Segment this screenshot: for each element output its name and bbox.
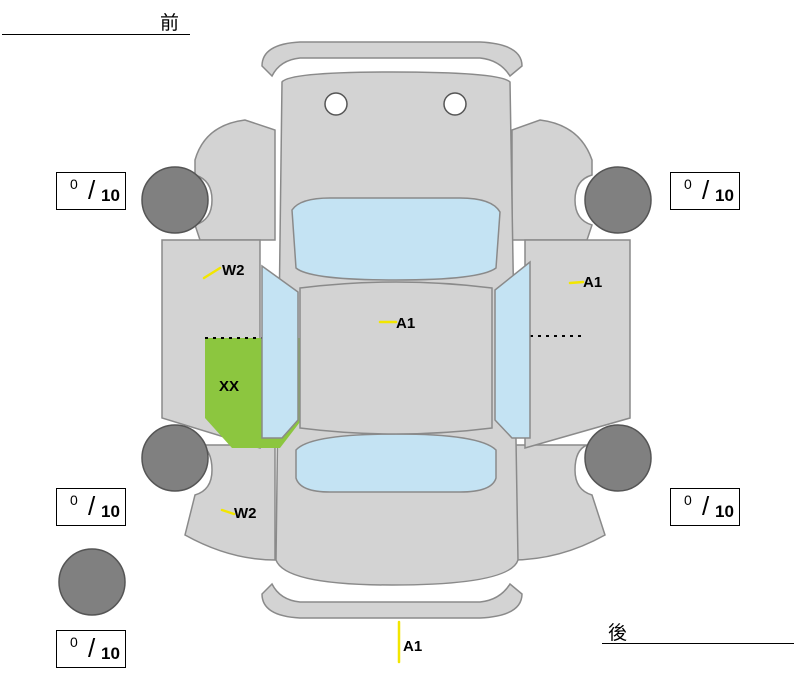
- tire-rating-numerator: 0: [70, 176, 78, 192]
- rear-underline: [602, 643, 794, 644]
- tire-rating-numerator: 0: [70, 492, 78, 508]
- left-front-fender: [194, 119, 276, 241]
- tire-rating-slash: /: [702, 175, 710, 205]
- left-rear-fender: [184, 444, 276, 561]
- tire-front-left: [141, 166, 209, 234]
- tire-rating-denominator: 10: [101, 644, 120, 663]
- front-left-light: [324, 92, 348, 116]
- front-label: 前: [160, 12, 180, 34]
- damage-mark-roof: A1: [396, 315, 416, 332]
- tire-rating-rear-left: 0 / 10: [56, 488, 126, 526]
- tire-rating-front-left: 0 / 10: [56, 172, 126, 210]
- tire-rating-front-right: 0 / 10: [670, 172, 740, 210]
- tire-rating-spare: 0 / 10: [56, 630, 126, 668]
- damage-mark-left-rear-fender: W2: [234, 505, 257, 522]
- tire-rear-right: [584, 424, 652, 492]
- front-right-light: [443, 92, 467, 116]
- tire-rating-denominator: 10: [101, 186, 120, 205]
- right-doors: [524, 239, 631, 449]
- tire-spare: [58, 548, 126, 616]
- rear-window: [295, 433, 497, 493]
- damage-mark-right-front-door: A1: [583, 274, 603, 291]
- damage-mark-rear-bumper: A1: [403, 638, 423, 655]
- tire-rating-denominator: 10: [715, 502, 734, 521]
- tire-rating-numerator: 0: [684, 492, 692, 508]
- tire-rating-numerator: 0: [684, 176, 692, 192]
- front-underline: [2, 34, 190, 35]
- tire-rating-denominator: 10: [715, 186, 734, 205]
- tire-rating-denominator: 10: [101, 502, 120, 521]
- damage-mark-left-front-door: W2: [222, 262, 245, 279]
- tire-rear-left: [141, 424, 209, 492]
- tire-rating-slash: /: [88, 633, 96, 663]
- tire-rating-rear-right: 0 / 10: [670, 488, 740, 526]
- tire-rating-slash: /: [702, 491, 710, 521]
- front-bumper: [261, 41, 523, 78]
- tire-rating-slash: /: [88, 175, 96, 205]
- rear-bumper: [261, 582, 523, 619]
- right-front-fender: [511, 119, 593, 241]
- damage-mark-left-rear-door: XX: [219, 378, 240, 395]
- tire-rating-slash: /: [88, 491, 96, 521]
- right-rear-fender: [511, 444, 606, 561]
- rear-label: 後: [608, 622, 628, 644]
- right-side-glass: [494, 260, 531, 439]
- tire-front-right: [584, 166, 652, 234]
- roof-panel: [299, 281, 493, 435]
- left-side-glass: [261, 264, 299, 439]
- windshield: [291, 197, 501, 281]
- tire-rating-numerator: 0: [70, 634, 78, 650]
